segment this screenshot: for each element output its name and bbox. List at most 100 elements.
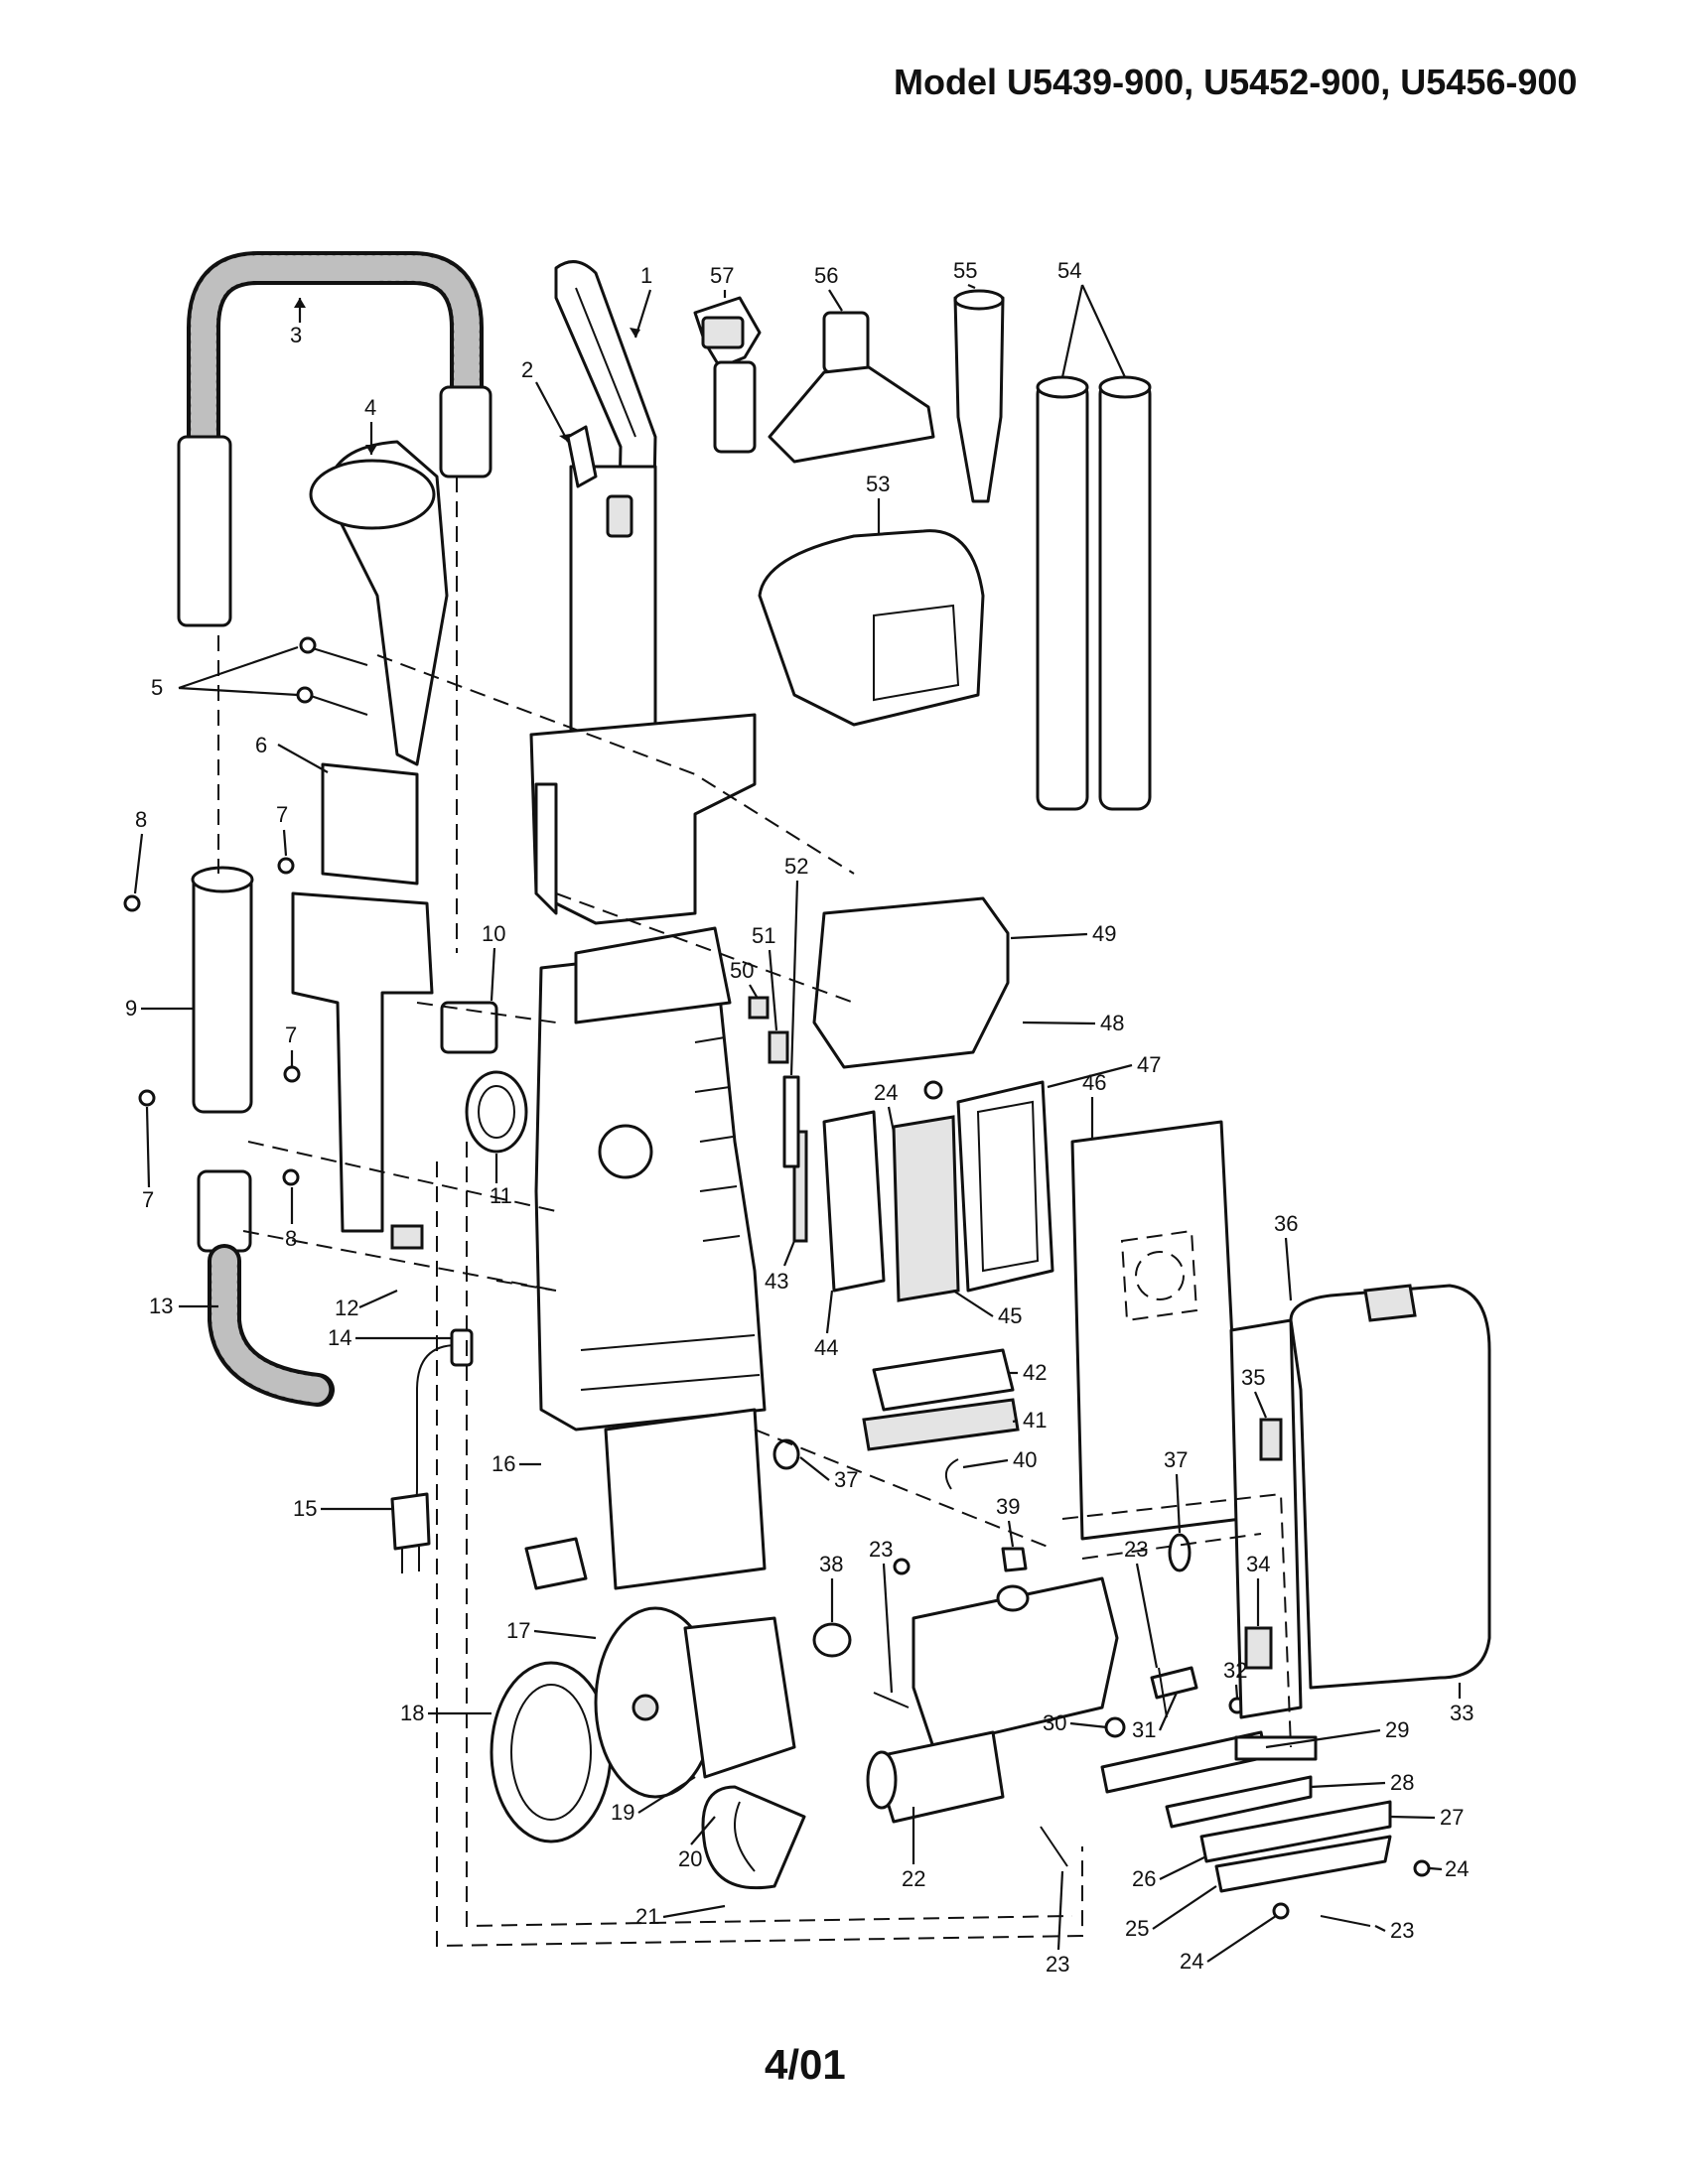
callout-number: 39 <box>996 1494 1020 1519</box>
rod-52 <box>782 1075 800 1168</box>
grommet-48 <box>923 1080 943 1100</box>
callout-51: 51 <box>752 923 778 1031</box>
callout-leader-line <box>133 833 144 894</box>
extension-wand-right-top <box>1098 375 1152 399</box>
callout-32: 32 <box>1223 1658 1247 1699</box>
cord-wrap-hook <box>390 1224 424 1250</box>
callout-number: 27 <box>1440 1805 1464 1830</box>
callout-38: 38 <box>819 1552 843 1622</box>
callout-leader-line <box>887 1106 896 1133</box>
callout-leader-line <box>1158 1692 1179 1731</box>
callout-number: 23 <box>869 1537 893 1562</box>
callout-24a: 24 <box>874 1080 898 1133</box>
revision-date: 4/01 <box>765 2041 846 2088</box>
screw-23-base <box>1040 1826 1068 1867</box>
bag-outline <box>1120 1229 1198 1322</box>
callout-52: 52 <box>784 854 808 1076</box>
callout-number: 52 <box>784 854 808 879</box>
rear-bracket-assembly <box>123 440 449 1250</box>
screw-7-middle <box>283 1065 301 1083</box>
callout-23d: 23 <box>1374 1918 1414 1943</box>
callout-leader-line <box>1429 1866 1443 1871</box>
callout-leader-line <box>630 328 640 338</box>
callout-7a: 7 <box>276 802 288 857</box>
filter-frame <box>822 1110 886 1293</box>
accessory-tools <box>693 289 1152 811</box>
screw-head-lower <box>296 686 314 704</box>
callout-number: 7 <box>285 1023 297 1047</box>
retainer-clip <box>944 1458 959 1490</box>
lower-hose-alignment <box>242 1230 557 1292</box>
crevice-tool <box>953 296 1005 503</box>
screw-24-lower <box>1272 1902 1290 1920</box>
motor-filter <box>701 1785 806 1890</box>
cord-strain-relief <box>450 1328 474 1367</box>
callout-22: 22 <box>902 1807 925 1891</box>
motor-assembly <box>490 1606 852 1890</box>
callout-number: 51 <box>752 923 775 948</box>
bag-door-latch <box>1363 1284 1417 1322</box>
callout-number: 33 <box>1450 1701 1474 1725</box>
screw-7-alignment <box>247 1141 557 1212</box>
callout-8a: 8 <box>133 807 147 894</box>
motor-cover-rim <box>510 1684 592 1821</box>
callout-number: 7 <box>142 1187 154 1212</box>
callout-leader-line <box>1265 1728 1381 1749</box>
nozzle-rail <box>1165 1775 1313 1829</box>
callout-11: 11 <box>490 1154 512 1208</box>
callout-number: 37 <box>1164 1447 1188 1472</box>
callout-number: 42 <box>1023 1360 1047 1385</box>
callout-number: 21 <box>635 1904 659 1929</box>
callout-leader-line <box>962 1458 1009 1469</box>
callout-50: 50 <box>730 958 758 998</box>
dusting-brush-bristles <box>701 316 745 349</box>
body-grille-top <box>580 1334 756 1351</box>
callout-leader-line <box>282 829 288 857</box>
callout-leader-line <box>749 984 758 998</box>
handle-base-side <box>534 782 558 915</box>
callout-number: 24 <box>1445 1856 1469 1881</box>
callout-leader-line <box>1206 1915 1277 1963</box>
callout-10: 10 <box>482 921 505 1002</box>
door-latch-35 <box>1259 1418 1283 1461</box>
body-housing <box>534 946 767 1432</box>
callout-56: 56 <box>814 263 843 312</box>
power-cord <box>390 1328 474 1573</box>
callout-41: 41 <box>1012 1408 1047 1433</box>
callout-7c: 7 <box>142 1106 154 1212</box>
callout-number: 28 <box>1390 1770 1414 1795</box>
callout-leader-line <box>294 298 306 308</box>
callout-leader-line <box>690 1816 716 1845</box>
callout-leader-line <box>1047 1063 1133 1089</box>
callout-leader-line <box>1253 1391 1268 1419</box>
callout-1: 1 <box>630 263 652 339</box>
callout-number: 55 <box>953 258 977 283</box>
callout-leader-line <box>662 1904 726 1919</box>
callout-7b: 7 <box>285 1023 297 1066</box>
motor-group-outline-inner <box>466 1142 1073 1928</box>
callout-leader-line <box>825 1290 834 1334</box>
inlet-fitting <box>465 1070 528 1154</box>
callout-number: 6 <box>255 733 267 757</box>
crevice-tool-opening <box>953 289 1005 311</box>
callout-46: 46 <box>1082 1070 1106 1140</box>
callout-number: 49 <box>1092 921 1116 946</box>
nozzle-bumper <box>1199 1800 1392 1863</box>
cover-alignment <box>555 892 855 1004</box>
callout-number: 1 <box>640 263 652 288</box>
callout-44: 44 <box>814 1290 838 1360</box>
body-top <box>574 926 732 1024</box>
callout-leader-line <box>882 1563 894 1694</box>
callout-leader-line <box>1389 1815 1436 1820</box>
callout-42: 42 <box>1008 1360 1047 1385</box>
body-ribs <box>694 1036 741 1242</box>
wand-tube-opening <box>191 866 254 893</box>
callout-number: 11 <box>490 1183 512 1208</box>
tool-caddy-window <box>873 604 960 702</box>
callout-number: 30 <box>1043 1710 1066 1735</box>
callout-20: 20 <box>678 1816 716 1871</box>
callout-number: 50 <box>730 958 754 983</box>
callout-number: 47 <box>1137 1052 1161 1077</box>
nozzle-alignment <box>754 1429 1053 1550</box>
